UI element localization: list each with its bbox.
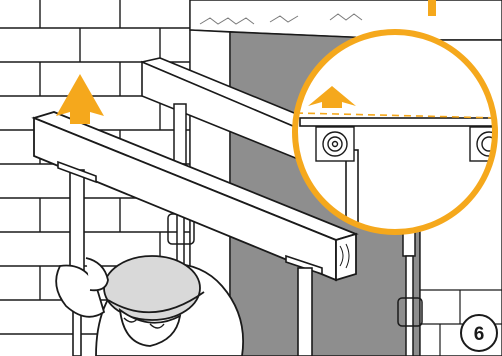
- step-number: 6: [474, 324, 485, 345]
- dashed-level-line: [295, 112, 495, 119]
- front-prop-right: [285, 254, 323, 356]
- helmet: [103, 255, 201, 321]
- front-beam: [31, 111, 359, 282]
- step-badge: 6: [460, 314, 498, 352]
- left-hand: [55, 264, 106, 318]
- magnifier-up-arrow-icon: [308, 86, 356, 108]
- up-arrow-icon: [56, 74, 104, 124]
- timber-end-left: [315, 126, 355, 162]
- slab-edge: [299, 117, 495, 127]
- magnifier-circle: [292, 29, 498, 235]
- pointer-stem: [428, 0, 436, 16]
- worker-figure: [55, 255, 244, 356]
